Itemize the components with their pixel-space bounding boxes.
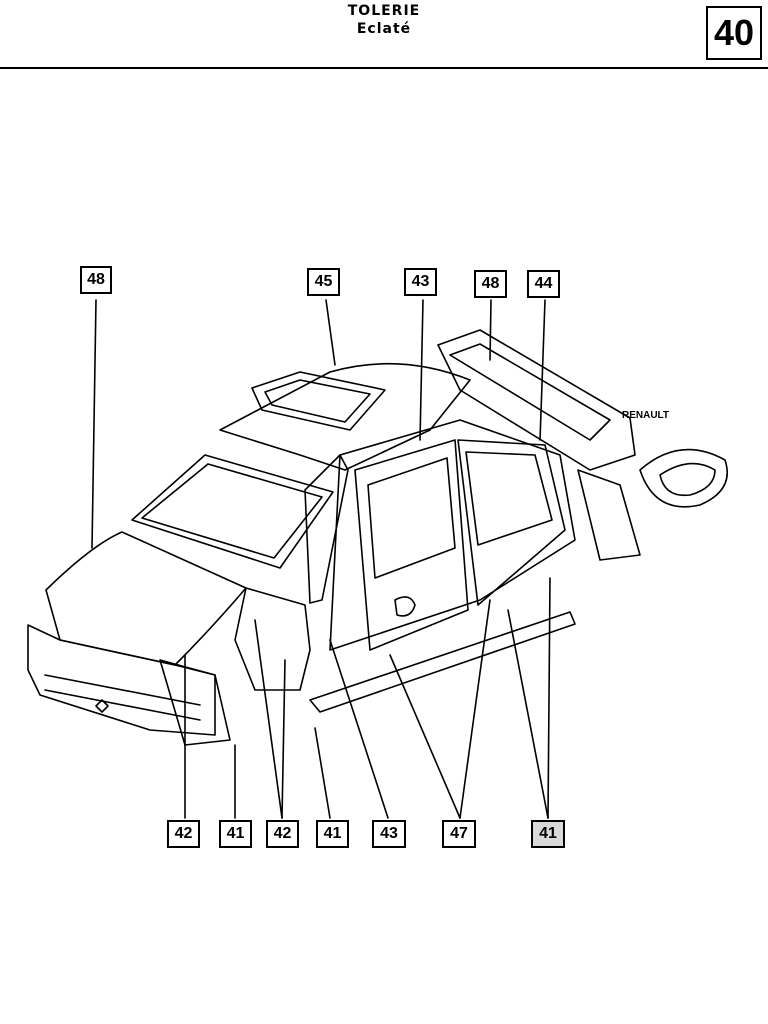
spare-wheel-well <box>639 448 728 508</box>
callout-41-left: 41 <box>219 820 252 848</box>
front-bumper <box>27 624 216 736</box>
tailgate <box>437 329 636 471</box>
chapter-number-badge: 40 <box>706 6 762 60</box>
bonnet <box>45 531 247 666</box>
a-pillar <box>304 454 349 604</box>
rear-door-window <box>465 451 553 546</box>
spare-wheel-well-inner <box>659 462 716 497</box>
leader-42-mid-a <box>254 619 283 819</box>
callout-48-left: 48 <box>80 266 112 294</box>
tailgate-window <box>449 343 611 441</box>
section-subtitle: Eclaté <box>356 21 412 37</box>
windscreen-inner <box>141 463 323 559</box>
body-side-frame <box>329 419 576 651</box>
section-title: TOLERIE <box>347 3 421 19</box>
leader-41-right-a <box>547 577 551 819</box>
rear-badge-text: RENAULT <box>622 410 669 421</box>
front-wing <box>234 587 311 691</box>
callout-44: 44 <box>527 270 560 298</box>
leader-47-b <box>459 599 491 819</box>
callout-43-bottom: 43 <box>372 820 406 848</box>
windscreen <box>131 454 334 569</box>
leader-43-top <box>419 299 424 441</box>
leader-44 <box>539 299 546 441</box>
grille-line-1 <box>44 674 201 706</box>
leader-48-right <box>489 299 492 361</box>
callout-47: 47 <box>442 820 476 848</box>
leader-41-mid <box>314 727 331 819</box>
callout-42-left: 42 <box>167 820 200 848</box>
sunroof-glass <box>264 379 371 423</box>
roof-panel <box>219 362 471 471</box>
callout-45: 45 <box>307 268 340 296</box>
renault-front-emblem <box>95 699 109 713</box>
header-divider <box>0 67 768 69</box>
leader-41-right-b <box>507 609 549 819</box>
callout-43-top: 43 <box>404 268 437 296</box>
front-apron <box>159 659 231 746</box>
callout-41-right: 41 <box>531 820 565 848</box>
callout-42-mid: 42 <box>266 820 299 848</box>
leader-45 <box>325 299 336 366</box>
callout-41-mid: 41 <box>316 820 349 848</box>
page-header: TOLERIE Eclaté <box>280 2 488 38</box>
leader-47-a <box>389 654 461 819</box>
front-door-mirror <box>394 596 416 617</box>
callout-48-right: 48 <box>474 270 507 298</box>
leader-48-left <box>91 299 97 549</box>
front-door <box>354 439 469 651</box>
front-door-window <box>367 457 456 579</box>
side-sill <box>309 611 576 713</box>
grille-line-2 <box>44 689 201 721</box>
rear-door <box>457 439 566 606</box>
leader-42-mid-b <box>281 659 286 819</box>
sunroof-frame <box>251 371 386 431</box>
leader-43-bottom <box>329 639 389 819</box>
rear-quarter <box>577 469 641 561</box>
